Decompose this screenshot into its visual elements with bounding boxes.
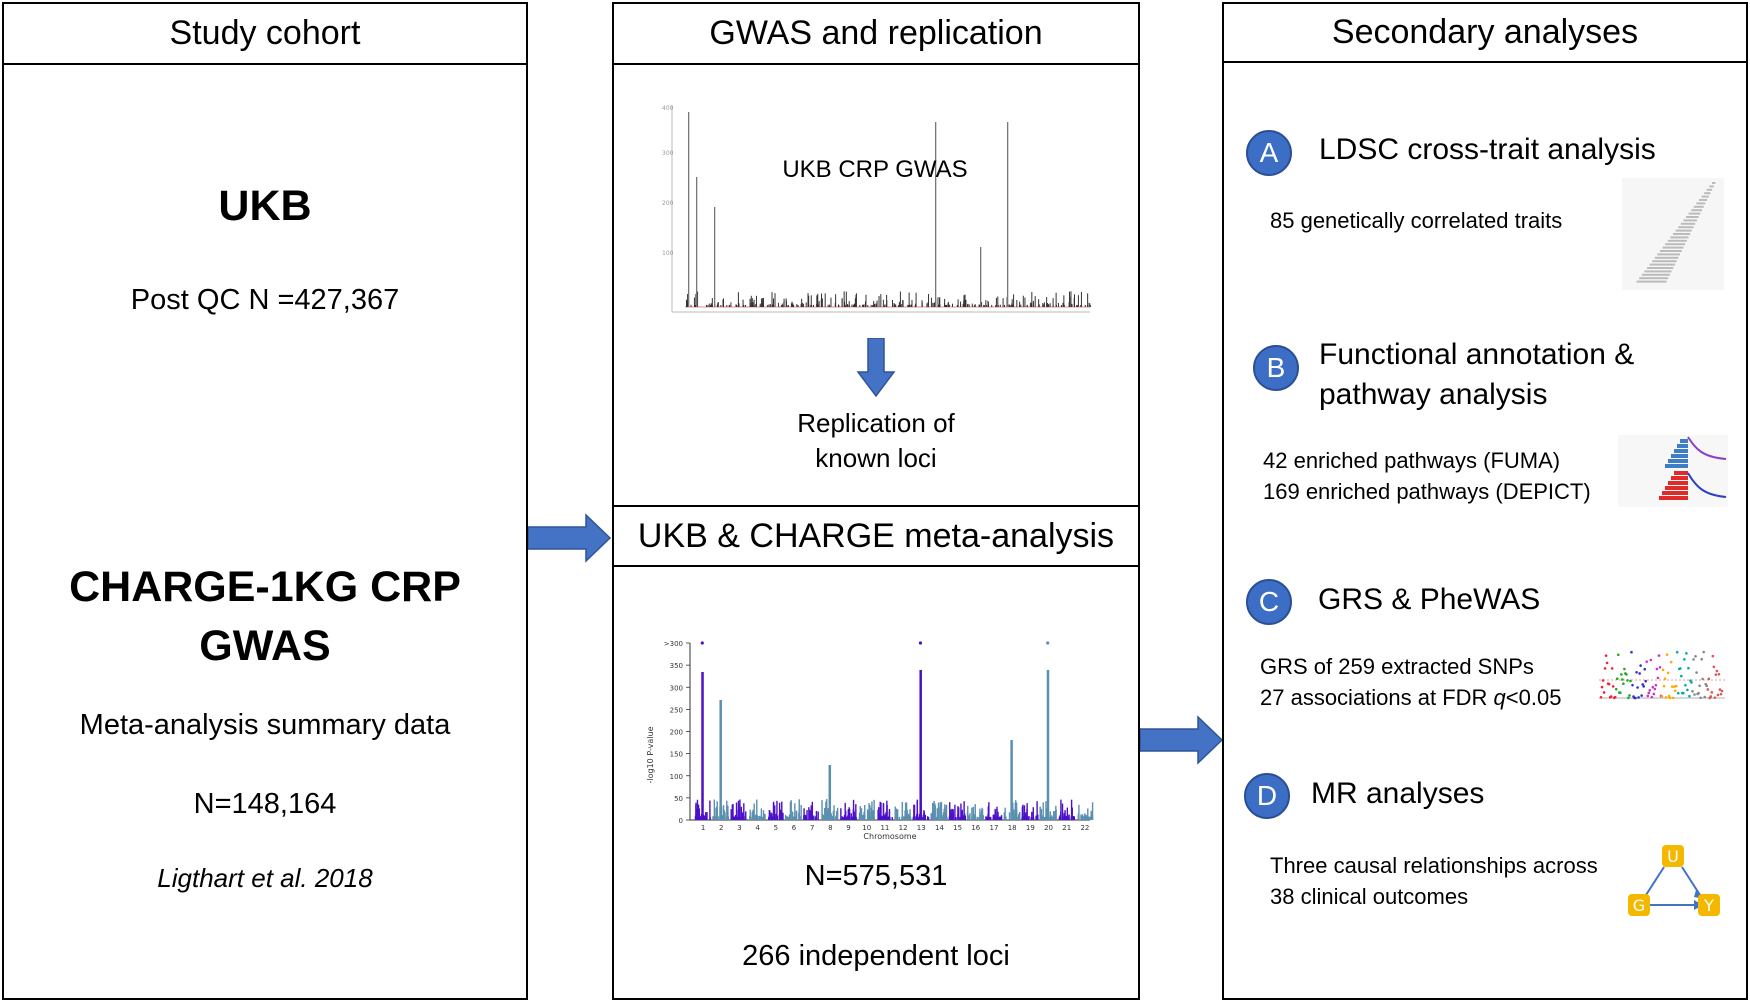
depict-text: 169 enriched pathways (DEPICT) (1263, 479, 1591, 504)
meta-panel (612, 505, 1140, 1000)
svg-text:100: 100 (662, 250, 674, 257)
badge-b: B (1253, 345, 1299, 391)
meta-x-tick: 2 (719, 824, 723, 832)
meta-x-tick: 14 (935, 824, 944, 832)
meta-x-tick: 5 (774, 824, 778, 832)
svg-text:Y: Y (1703, 896, 1714, 915)
dag-node-y (1698, 894, 1720, 916)
meta-x-tick: 17 (990, 824, 999, 832)
study-cohort-header: Study cohort (2, 2, 528, 65)
svg-text:200: 200 (662, 200, 674, 207)
meta-sample-size: N=575,531 (804, 860, 948, 892)
gwas-panel (612, 2, 1140, 507)
arrow-down-replication (856, 338, 896, 398)
meta-title: UKB & CHARGE meta-analysis (637, 516, 1115, 555)
replication-line1: Replication of (797, 408, 955, 438)
badge-d: D (1244, 773, 1290, 819)
meta-y-tick: 100 (670, 773, 683, 781)
meta-x-tick: 4 (755, 824, 760, 832)
meta-y-tick: 0 (679, 817, 683, 825)
meta-y-tick: 150 (670, 751, 683, 759)
citation: Ligthart et al. 2018 (157, 863, 373, 893)
arrow-cohort-to-meta (528, 513, 612, 563)
meta-x-tick: 12 (899, 824, 908, 832)
meta-independent-loci: 266 independent loci (742, 940, 1010, 972)
meta-x-tick: 3 (737, 824, 741, 832)
mr-text-line1: Three causal relationships across (1270, 853, 1598, 878)
gwas-title: GWAS and replication (709, 14, 1043, 52)
charge-subtitle: Meta-analysis summary data (79, 709, 451, 741)
ukb-title: UKB (218, 182, 312, 230)
meta-x-tick: 6 (792, 824, 797, 832)
dag-node-u (1662, 845, 1684, 867)
fdr-text: 27 associations at FDR q<0.05 (1260, 685, 1562, 710)
grs-text: GRS of 259 extracted SNPs (1260, 654, 1534, 679)
meta-x-tick: 13 (917, 824, 926, 832)
meta-manhattan-plot: -log10 P-value >300 350 300 250 200 150 100 50 0… (646, 640, 1094, 841)
mr-dag-diagram: U G Y (1628, 845, 1720, 916)
meta-x-tick: 1 (701, 824, 705, 832)
secondary-header: Secondary analyses (1222, 2, 1748, 63)
meta-x-tick: 7 (810, 824, 814, 832)
meta-y-tick: 350 (670, 662, 683, 670)
pathway-thumbnail (1618, 435, 1728, 507)
grs-title: GRS & PheWAS (1318, 583, 1541, 616)
meta-x-tick: 18 (1008, 824, 1017, 832)
meta-x-tick: 10 (862, 824, 871, 832)
gwas-header: GWAS and replication (612, 2, 1140, 65)
meta-x-tick: 11 (880, 824, 889, 832)
meta-y-axis-label: -log10 P-value (646, 726, 655, 783)
fuma-text: 42 enriched pathways (FUMA) (1263, 448, 1561, 473)
charge-title-line1: CHARGE-1KG CRP (69, 563, 461, 611)
secondary-title: Secondary analyses (1331, 13, 1639, 51)
arrow-meta-to-secondary (1140, 715, 1224, 765)
meta-x-tick: 21 (1062, 824, 1071, 832)
meta-x-tick: 22 (1080, 824, 1089, 832)
replication-line2: known loci (815, 443, 937, 473)
meta-x-tick: 9 (846, 824, 850, 832)
meta-header: UKB & CHARGE meta-analysis (612, 505, 1140, 567)
functional-title-line1: Functional annotation & (1319, 338, 1635, 371)
meta-y-tick: >300 (664, 640, 683, 648)
mr-title: MR analyses (1311, 777, 1485, 810)
meta-x-tick: 15 (953, 824, 962, 832)
meta-x-tick: 16 (971, 824, 980, 832)
svg-text:400: 400 (662, 105, 674, 112)
svg-text:G: G (1633, 896, 1645, 915)
meta-y-tick: 250 (670, 706, 683, 714)
meta-x-tick: 19 (1026, 824, 1035, 832)
charge-sample-size: N=148,164 (193, 788, 337, 820)
ukb-plot-label: UKB CRP GWAS (782, 156, 968, 183)
meta-y-tick: 300 (670, 684, 683, 692)
svg-text:U: U (1667, 847, 1679, 866)
ldsc-thumbnail (1622, 178, 1724, 290)
meta-y-tick: 50 (674, 795, 683, 803)
meta-x-tick: 8 (828, 824, 832, 832)
phewas-thumbnail (1599, 650, 1725, 700)
badge-c: C (1246, 579, 1292, 625)
ldsc-title: LDSC cross-trait analysis (1319, 133, 1656, 166)
ldsc-text: 85 genetically correlated traits (1270, 208, 1563, 233)
study-cohort-panel (2, 2, 528, 1000)
meta-x-axis-label: Chromosome (863, 832, 916, 841)
meta-y-tick: 200 (670, 729, 683, 737)
badge-a: A (1246, 130, 1292, 176)
functional-title-line2: pathway analysis (1319, 378, 1548, 411)
meta-x-tick: 20 (1044, 824, 1053, 832)
mr-text-line2: 38 clinical outcomes (1270, 884, 1469, 909)
charge-title-line2: GWAS (199, 622, 331, 670)
study-cohort-title: Study cohort (169, 14, 361, 52)
ukb-manhattan-plot: 400 300 200 100 (662, 105, 1091, 313)
ukb-sample-size: Post QC N =427,367 (130, 284, 400, 316)
svg-text:300: 300 (662, 150, 674, 157)
dag-node-g (1628, 894, 1650, 916)
